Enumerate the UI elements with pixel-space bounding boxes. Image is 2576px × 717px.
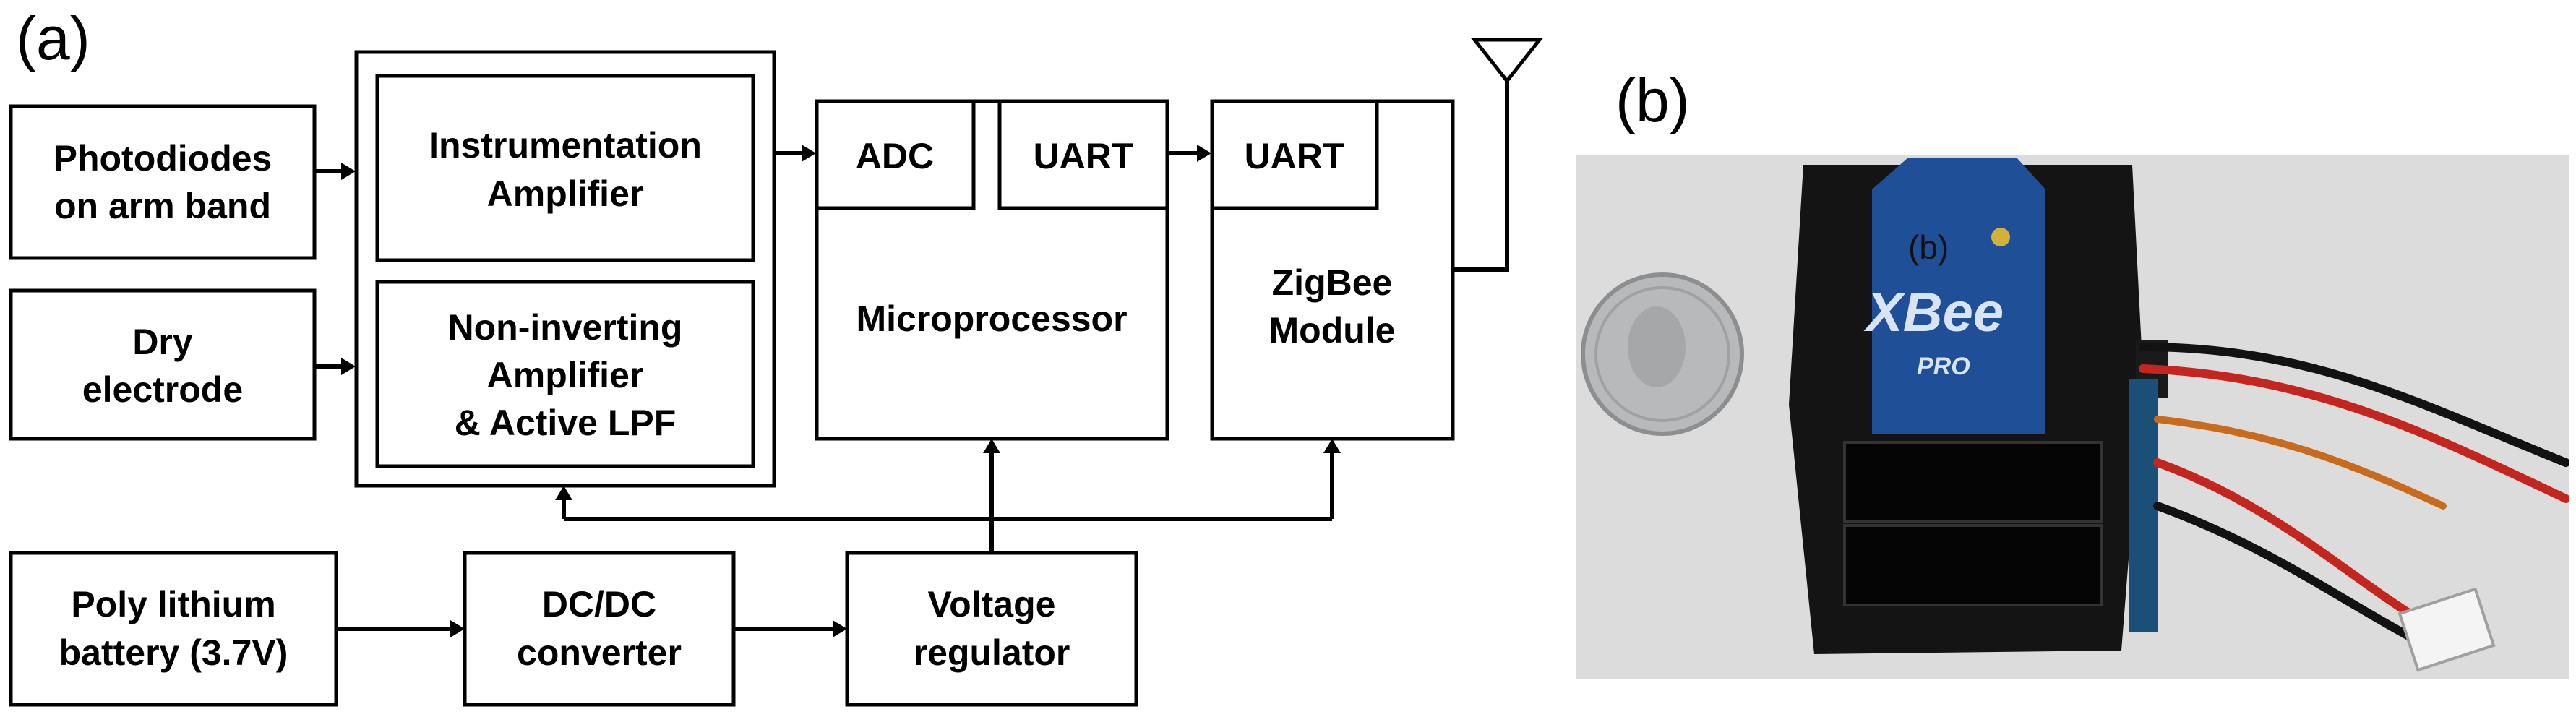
panel-b-label: (b) xyxy=(1615,66,1690,134)
noninv-amp-line-3: & Active LPF xyxy=(455,403,677,443)
bus-to-zigbee-arrowhead xyxy=(1323,439,1341,453)
power-connectors xyxy=(336,439,1341,637)
noninv-amp-line-2: Amplifier xyxy=(487,355,644,395)
bus-to-amp-arrowhead xyxy=(555,486,572,500)
battery-block: Poly lithium battery (3.7V) xyxy=(9,551,338,707)
amp-to-adc-arrowhead xyxy=(802,145,816,162)
pcb-strip xyxy=(2129,379,2158,632)
photodiodes-arrowhead xyxy=(341,163,356,180)
uart-mcu-label: UART xyxy=(1034,136,1134,176)
antenna-triangle xyxy=(1470,38,1544,85)
photodiodes-block: Photodiodes on arm band xyxy=(9,104,317,260)
dcdc-converter-block: DC/DC converter xyxy=(463,551,736,707)
xbee-board: XBee PRO (b) xyxy=(1863,158,2045,434)
cable-orange xyxy=(2154,416,2447,510)
xbee-logo-text: XBee xyxy=(1863,282,2004,343)
cable-black-1 xyxy=(2139,343,2569,467)
photodiodes-line-2: on arm band xyxy=(54,186,271,226)
regulator-line-1: Voltage xyxy=(928,584,1056,624)
dcdc-line-2: converter xyxy=(517,632,682,673)
uart-mcu-block: UART xyxy=(997,99,1169,210)
panel-a-label: (a) xyxy=(16,4,90,72)
regulator-line-2: regulator xyxy=(914,632,1070,673)
battery-line-2: battery (3.7V) xyxy=(59,632,288,673)
coin xyxy=(1581,272,1744,436)
photo-overlay-label: (b) xyxy=(1908,228,1949,266)
antenna-icon xyxy=(1453,38,1544,272)
sensor-pad-1 xyxy=(1843,441,2103,523)
battery-line-1: Poly lithium xyxy=(71,584,275,624)
antenna-feed xyxy=(1453,81,1509,272)
zigbee-line-1: ZigBee xyxy=(1272,262,1393,303)
signal-connectors xyxy=(314,145,1211,375)
zigbee-line-2: Module xyxy=(1269,310,1396,351)
instrumentation-amplifier-block: Instrumentation Amplifier xyxy=(375,74,755,262)
uart-to-uart-arrowhead xyxy=(1197,145,1211,162)
dry-electrode-line-2: electrode xyxy=(82,369,243,410)
cable-red-2 xyxy=(2153,458,2433,630)
dry-electrode-block: Dry electrode xyxy=(9,288,317,441)
adc-label: ADC xyxy=(856,136,934,176)
xbee-model-text: PRO xyxy=(1917,353,1970,380)
inst-amp-line-1: Instrumentation xyxy=(429,125,702,166)
cable-red-1 xyxy=(2139,364,2569,503)
dcdc-to-regulator-arrowhead xyxy=(833,620,847,637)
device-photo: XBee PRO (b) xyxy=(1576,155,2569,679)
dry-electrode-line-1: Dry xyxy=(132,322,193,362)
adc-block: ADC xyxy=(815,99,976,210)
noninverting-amplifier-block: Non-inverting Amplifier & Active LPF xyxy=(375,280,755,468)
connector-plug xyxy=(2397,587,2496,672)
battery-to-dcdc-arrowhead xyxy=(450,620,465,637)
microprocessor-label: Microprocessor xyxy=(856,299,1127,339)
regulator-to-mcu-arrowhead xyxy=(983,439,1000,453)
noninv-amp-line-1: Non-inverting xyxy=(448,307,683,348)
sensor-pad-2 xyxy=(1843,524,2103,606)
electrode-arrowhead xyxy=(341,358,356,375)
dcdc-line-1: DC/DC xyxy=(542,584,656,624)
photodiodes-line-1: Photodiodes xyxy=(53,138,272,179)
uart-zigbee-block: UART xyxy=(1210,99,1379,210)
uart-zigbee-label: UART xyxy=(1245,136,1345,176)
inst-amp-line-2: Amplifier xyxy=(487,173,644,214)
voltage-regulator-block: Voltage regulator xyxy=(845,551,1138,707)
